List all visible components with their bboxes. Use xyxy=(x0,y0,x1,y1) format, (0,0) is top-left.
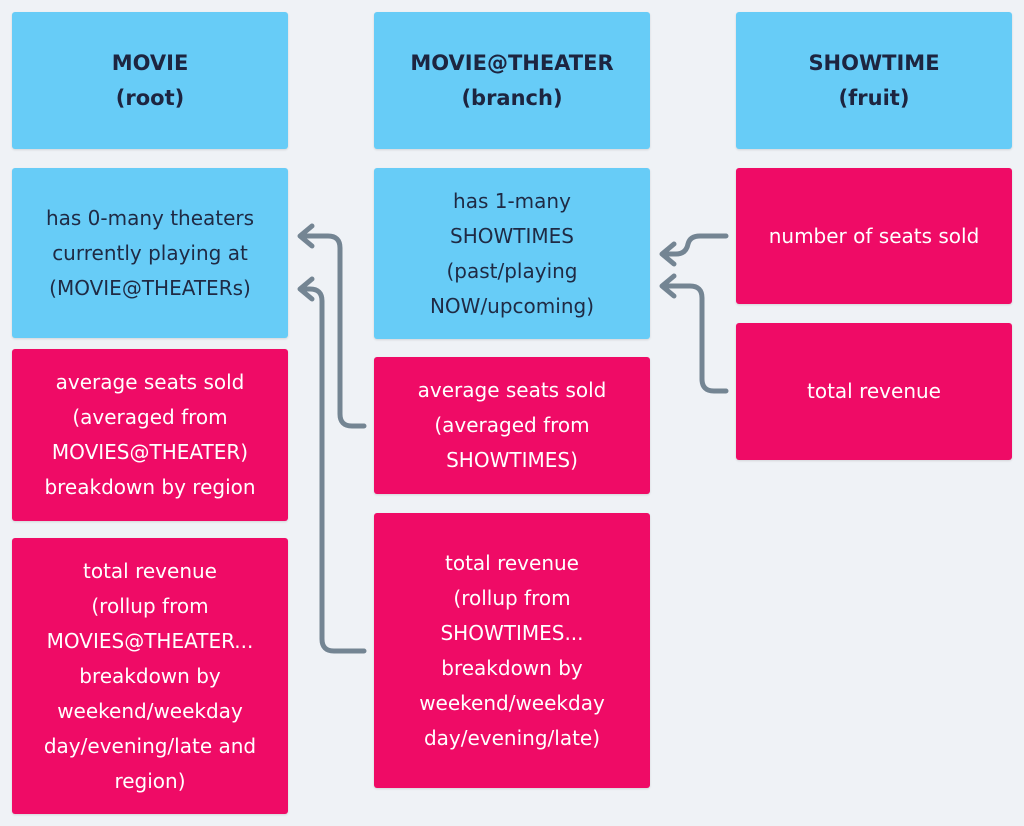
arrow-seats-to-theater xyxy=(661,233,729,257)
movie-theaters-box: has 0-many theaters currently playing at… xyxy=(12,168,288,338)
movie-theater-total-revenue-box: total revenue (rollup from SHOWTIMES... … xyxy=(374,513,650,788)
movie-total-revenue-box: total revenue (rollup from MOVIES@THEATE… xyxy=(12,538,288,814)
arrowhead-avg-seats-to-movie xyxy=(297,223,315,249)
showtime-total-revenue-box: total revenue xyxy=(736,323,1012,460)
arrow-revenue-to-movie xyxy=(299,286,367,654)
arrowhead-revenue-to-theater xyxy=(659,273,677,299)
arrowhead-seats-to-theater xyxy=(659,241,677,267)
movie-avg-seats-box: average seats sold (averaged from MOVIES… xyxy=(12,349,288,521)
showtime-seats-sold-box: number of seats sold xyxy=(736,168,1012,304)
movie-theater-avg-seats-box: average seats sold (averaged from SHOWTI… xyxy=(374,357,650,494)
header-showtime: SHOWTIME (fruit) xyxy=(736,12,1012,149)
arrow-revenue-to-theater xyxy=(661,283,729,394)
arrowhead-revenue-to-movie xyxy=(297,276,315,302)
arrow-avg-seats-to-movie xyxy=(299,233,367,429)
header-movie-theater: MOVIE@THEATER (branch) xyxy=(374,12,650,149)
header-movie: MOVIE (root) xyxy=(12,12,288,149)
movie-theater-showtimes-box: has 1-many SHOWTIMES (past/playing NOW/u… xyxy=(374,168,650,339)
